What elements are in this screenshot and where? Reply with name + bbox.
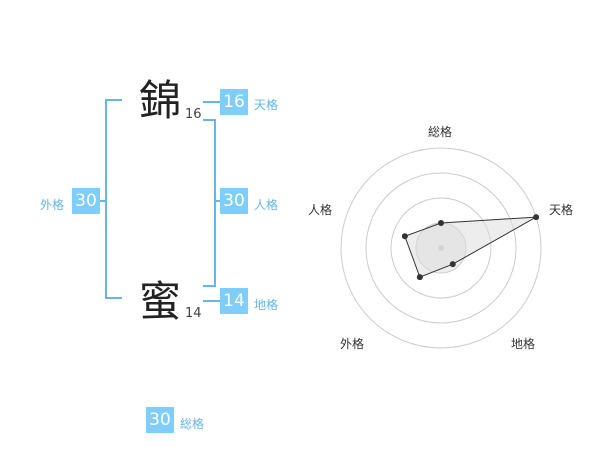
chikaku-label: 地格 <box>254 298 279 312</box>
radar-axis-label-jinkaku: 人格 <box>308 203 333 217</box>
gaikaku-label: 外格 <box>40 198 65 212</box>
radar-point-4 <box>416 274 423 281</box>
radar-point-5 <box>401 233 408 240</box>
radar-ring-4 <box>340 147 542 349</box>
radar-point-1 <box>438 220 444 226</box>
name-char-2-strokes: 14 <box>185 306 202 321</box>
radar-axis-label-soukaku: 総格 <box>428 125 453 139</box>
soukaku-label: 総格 <box>180 417 205 431</box>
gaikaku-badge: 30 <box>72 188 100 214</box>
jinkaku-label: 人格 <box>254 198 279 212</box>
jinkaku-bracket <box>203 119 216 287</box>
gaikaku-bracket <box>105 99 122 299</box>
radar-axis-label-chikaku: 地格 <box>511 337 536 351</box>
soukaku-badge: 30 <box>146 407 174 433</box>
tenkaku-badge: 16 <box>220 89 248 115</box>
name-char-1-strokes: 16 <box>185 107 202 122</box>
name-char-1: 錦 <box>138 76 181 125</box>
jinkaku-badge: 30 <box>220 188 248 214</box>
radar-point-2 <box>533 214 540 221</box>
radar-ring-2 <box>390 197 492 299</box>
radar-axis-label-gaikaku: 外格 <box>340 337 365 351</box>
radar-axis-label-tenkaku: 天格 <box>549 203 574 217</box>
tenkaku-label: 天格 <box>254 98 279 112</box>
radar-data-polygon <box>404 216 537 278</box>
radar-ring-3 <box>365 172 517 324</box>
name-char-2: 蜜 <box>138 277 181 326</box>
radar-point-3 <box>449 261 456 268</box>
chikaku-badge: 14 <box>220 288 248 314</box>
